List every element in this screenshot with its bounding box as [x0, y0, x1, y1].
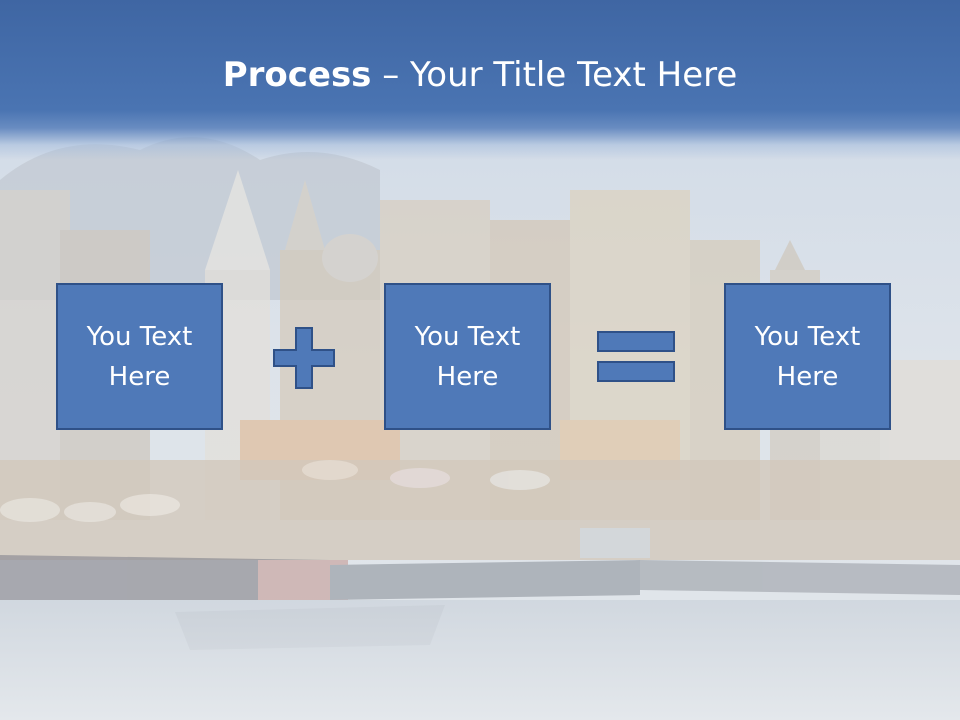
process-box-1[interactable]: You Text Here [56, 283, 223, 430]
process-box-3[interactable]: You Text Here [724, 283, 891, 430]
plus-icon [273, 327, 335, 389]
process-box-1-text: You Text Here [86, 321, 193, 392]
process-box-2[interactable]: You Text Here [384, 283, 551, 430]
process-box-2-text: You Text Here [414, 321, 521, 392]
title-bold-text: Process [222, 55, 372, 95]
process-box-3-text: You Text Here [754, 321, 861, 392]
title-band [0, 0, 960, 160]
title-rest-text: – Your Title Text Here [371, 55, 738, 95]
equals-icon [597, 331, 675, 382]
slide-title: Process – Your Title Text Here [0, 52, 960, 98]
